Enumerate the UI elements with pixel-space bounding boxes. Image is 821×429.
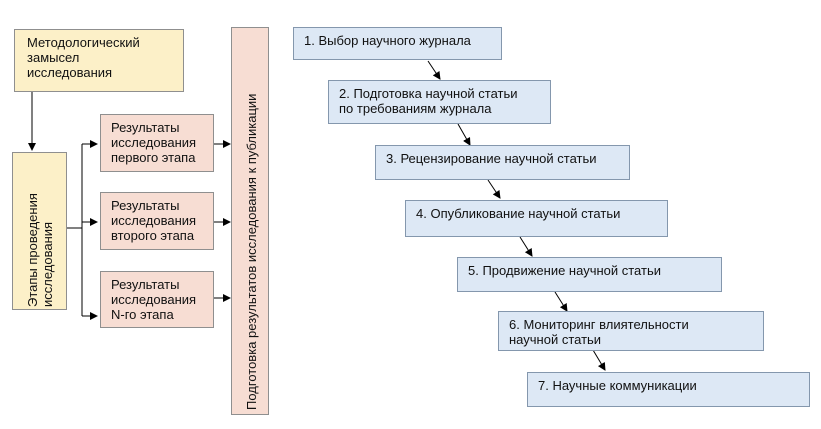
arrow-step-6-to-7 xyxy=(592,349,606,371)
research-stages-box: Этапы проведения исследования xyxy=(12,152,67,310)
result-n-line-1: Результаты xyxy=(111,277,180,292)
step-4-publication: 4. Опубликование научной статьи xyxy=(405,200,668,237)
arrow-step-5-to-6 xyxy=(554,291,568,312)
result-n-line-2: исследования xyxy=(111,292,197,307)
step-6-line-2: научной статьи xyxy=(509,332,602,347)
methodology-line-1: Методологический xyxy=(27,35,140,50)
methodology-line-3: исследования xyxy=(27,65,113,80)
result-box-stage-n: Результаты исследования N-го этапа xyxy=(100,271,214,328)
step-2-article-preparation: 2. Подготовка научной статьи по требован… xyxy=(328,80,551,124)
arrow-step-1-to-2 xyxy=(427,60,441,80)
result-n-line-3: N-го этапа xyxy=(111,307,174,322)
result-2-line-3: второго этапа xyxy=(111,228,195,243)
result-1-line-3: первого этапа xyxy=(111,150,196,165)
stages-line-1: Этапы проведения xyxy=(25,193,40,307)
result-box-stage-2: Результаты исследования второго этапа xyxy=(100,192,214,250)
result-2-line-1: Результаты xyxy=(111,198,180,213)
publication-preparation-label: Подготовка результатов исследования к пу… xyxy=(244,93,259,410)
arrow-step-4-to-5 xyxy=(519,236,533,257)
step-2-line-2: по требованиям журнала xyxy=(339,101,492,116)
step-7-line-1: 7. Научные коммуникации xyxy=(538,378,697,393)
result-box-stage-1: Результаты исследования первого этапа xyxy=(100,114,214,172)
result-2-line-2: исследования xyxy=(111,213,197,228)
step-3-line-1: 3. Рецензирование научной статьи xyxy=(386,151,597,166)
result-1-line-1: Результаты xyxy=(111,120,180,135)
step-6-line-1: 6. Мониторинг влиятельности xyxy=(509,317,689,332)
step-7-scientific-communications: 7. Научные коммуникации xyxy=(527,372,810,407)
methodology-line-2: замысел xyxy=(27,50,80,65)
step-4-line-1: 4. Опубликование научной статьи xyxy=(416,206,621,221)
stages-line-2: исследования xyxy=(40,221,55,307)
research-stages-label: Этапы проведения исследования xyxy=(25,193,55,307)
publication-preparation-box: Подготовка результатов исследования к пу… xyxy=(231,27,269,415)
step-5-promotion: 5. Продвижение научной статьи xyxy=(457,257,722,292)
methodology-box: Методологический замысел исследования xyxy=(14,29,184,92)
step-5-line-1: 5. Продвижение научной статьи xyxy=(468,263,661,278)
step-1-journal-selection: 1. Выбор научного журнала xyxy=(293,27,502,60)
arrow-step-3-to-4 xyxy=(487,179,501,199)
arrow-step-2-to-3 xyxy=(457,123,471,146)
step-3-peer-review: 3. Рецензирование научной статьи xyxy=(375,145,630,180)
step-2-line-1: 2. Подготовка научной статьи xyxy=(339,86,518,101)
result-1-line-2: исследования xyxy=(111,135,197,150)
step-1-line-1: 1. Выбор научного журнала xyxy=(304,33,471,48)
step-6-impact-monitoring: 6. Мониторинг влиятельности научной стат… xyxy=(498,311,764,351)
